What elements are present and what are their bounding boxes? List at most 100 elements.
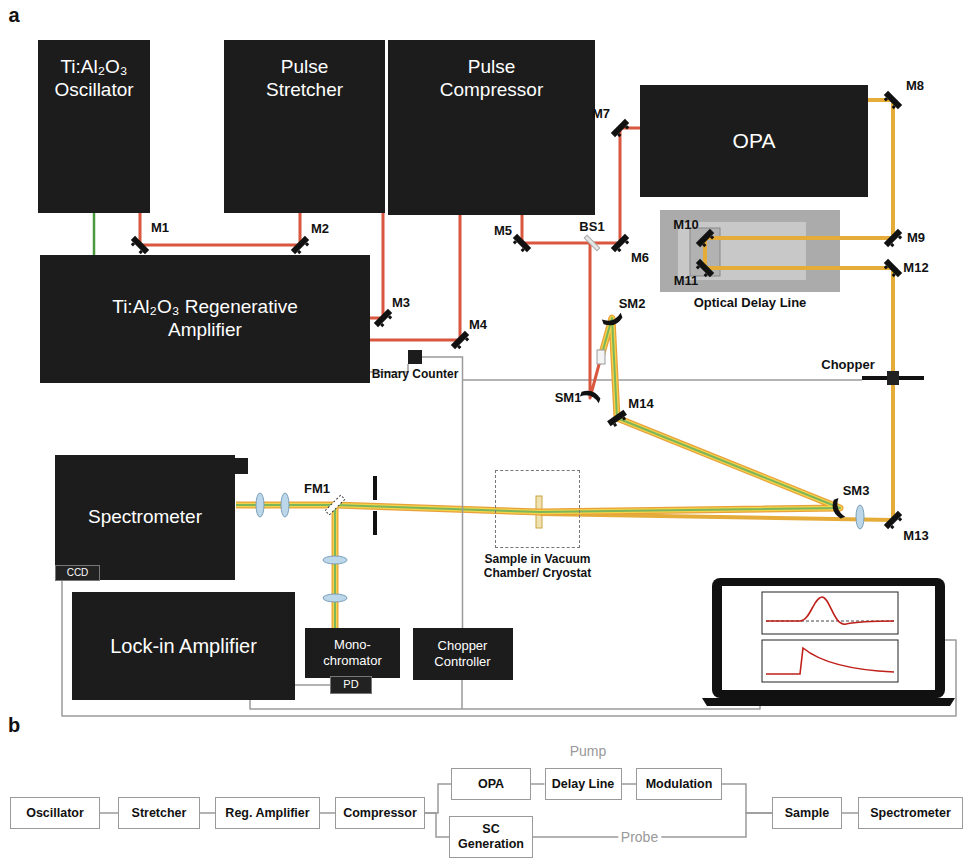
- mirror-knob: [625, 125, 629, 129]
- laser-unit: Pulse Stretcher: [224, 40, 385, 213]
- counter-box: Binary Counter: [408, 350, 422, 364]
- lens: [323, 556, 347, 564]
- mirror: [131, 236, 149, 254]
- mirror-mount: [884, 229, 905, 250]
- lens: [856, 505, 864, 529]
- part-label: M10: [673, 218, 698, 232]
- signal-wire: [461, 680, 463, 709]
- mirror-mount: [374, 309, 395, 330]
- instrument-box: Mono- chromator: [305, 628, 400, 678]
- box-label: Modulation: [646, 777, 713, 792]
- part-label: M13: [903, 529, 928, 543]
- box-label: Ti:Al₂O₃ Oscillator: [48, 56, 140, 102]
- laser-beam: [370, 213, 383, 318]
- connector-line: [622, 783, 637, 785]
- connector-line: [93, 213, 96, 255]
- connector-line: [842, 812, 858, 814]
- mirror-mount: [129, 236, 150, 257]
- mirror: [884, 259, 902, 277]
- mirror-knob: [892, 273, 896, 277]
- sapphire-plate: [597, 350, 605, 364]
- mirror: [884, 511, 902, 529]
- connector-line: [531, 783, 545, 785]
- outside-label: Optical Delay Line: [694, 295, 807, 311]
- mirror: [884, 229, 902, 247]
- part-label: M9: [907, 231, 925, 245]
- connector-line: [422, 357, 463, 628]
- beam-splitter: [584, 235, 600, 251]
- mirror: [611, 119, 629, 137]
- part-label: SM2: [619, 297, 646, 311]
- plot-frame: [762, 640, 898, 682]
- process-box: Spectrometer: [858, 797, 963, 829]
- spherical-mirror: [830, 498, 845, 520]
- delay-line-housing: [660, 210, 840, 292]
- part-label: M3: [392, 296, 410, 310]
- box-label: Spectrometer: [870, 806, 951, 821]
- mirror-knob: [613, 423, 617, 427]
- signal-wire: [250, 700, 760, 709]
- connector-line: [100, 812, 118, 814]
- process-box: Compressor: [335, 797, 425, 829]
- mirror-knob: [617, 248, 621, 252]
- plot-curve: [766, 597, 894, 624]
- part-label: M6: [631, 251, 649, 265]
- mirror-knob: [380, 323, 384, 327]
- mirror-knob: [457, 345, 461, 349]
- lens: [323, 594, 347, 602]
- probe-beam: [332, 505, 339, 628]
- box-label: SC Generation: [456, 822, 526, 852]
- part-label: M7: [592, 107, 610, 121]
- mirror-knob: [625, 240, 629, 244]
- path-label: Pump: [570, 744, 607, 759]
- box-label: Chopper Controller: [423, 638, 503, 669]
- part-label: M11: [674, 274, 699, 288]
- outside-label: Binary Counter: [372, 367, 459, 381]
- laser-unit: Ti:Al₂O₃ Oscillator: [38, 40, 150, 213]
- lens: [256, 493, 264, 517]
- box-label: OPA: [733, 128, 776, 153]
- laptop-display: [722, 586, 935, 690]
- plot-curve: [766, 648, 894, 674]
- box-label: Oscillator: [26, 806, 84, 821]
- laser-beam: [370, 215, 460, 340]
- mirror-mount: [882, 259, 903, 280]
- box-label: Lock-in Amplifier: [110, 634, 257, 658]
- mirror-mount: [511, 234, 532, 255]
- probe-beam: [334, 505, 336, 628]
- mirror-knob: [388, 315, 392, 319]
- part-label: M2: [311, 222, 329, 236]
- spherical-mirror: [580, 388, 602, 403]
- mirror-knob: [892, 105, 896, 109]
- box-label: CCD: [67, 567, 89, 579]
- path-label: Probe: [618, 829, 661, 845]
- flip-mirror: [325, 495, 345, 515]
- sample-chamber: Sample in Vacuum Chamber/ Cryostat: [495, 470, 580, 548]
- panel-letter: a: [8, 4, 19, 26]
- mirror-mount: [451, 331, 472, 352]
- process-box: Delay Line: [545, 768, 622, 800]
- instrument-box: Lock-in Amplifier: [72, 592, 295, 700]
- mirror-knob: [884, 265, 888, 269]
- part-label: M14: [628, 397, 653, 411]
- mirror-mount: [291, 236, 312, 257]
- box-label: Delay Line: [552, 777, 615, 792]
- mirror-knob: [710, 235, 714, 239]
- mirror-knob: [898, 517, 902, 521]
- mirror-knob: [702, 243, 706, 247]
- connector-line: [425, 813, 449, 837]
- part-label: SM1: [555, 391, 582, 405]
- mirror-knob: [513, 240, 517, 244]
- signal-wire: [462, 379, 862, 381]
- spectrometer-port: [235, 458, 248, 474]
- process-box: Modulation: [636, 768, 722, 800]
- laser-unit: Pulse Compressor: [388, 40, 595, 215]
- part-label: Chopper: [821, 358, 874, 372]
- process-box: SC Generation: [449, 816, 533, 858]
- process-box: Reg. Amplifier: [215, 797, 320, 829]
- mirror-knob: [704, 273, 708, 277]
- iris: [373, 511, 377, 535]
- mirror-mount: [884, 511, 905, 532]
- detector-box: CCD: [55, 565, 100, 581]
- box-label: OPA: [478, 777, 504, 792]
